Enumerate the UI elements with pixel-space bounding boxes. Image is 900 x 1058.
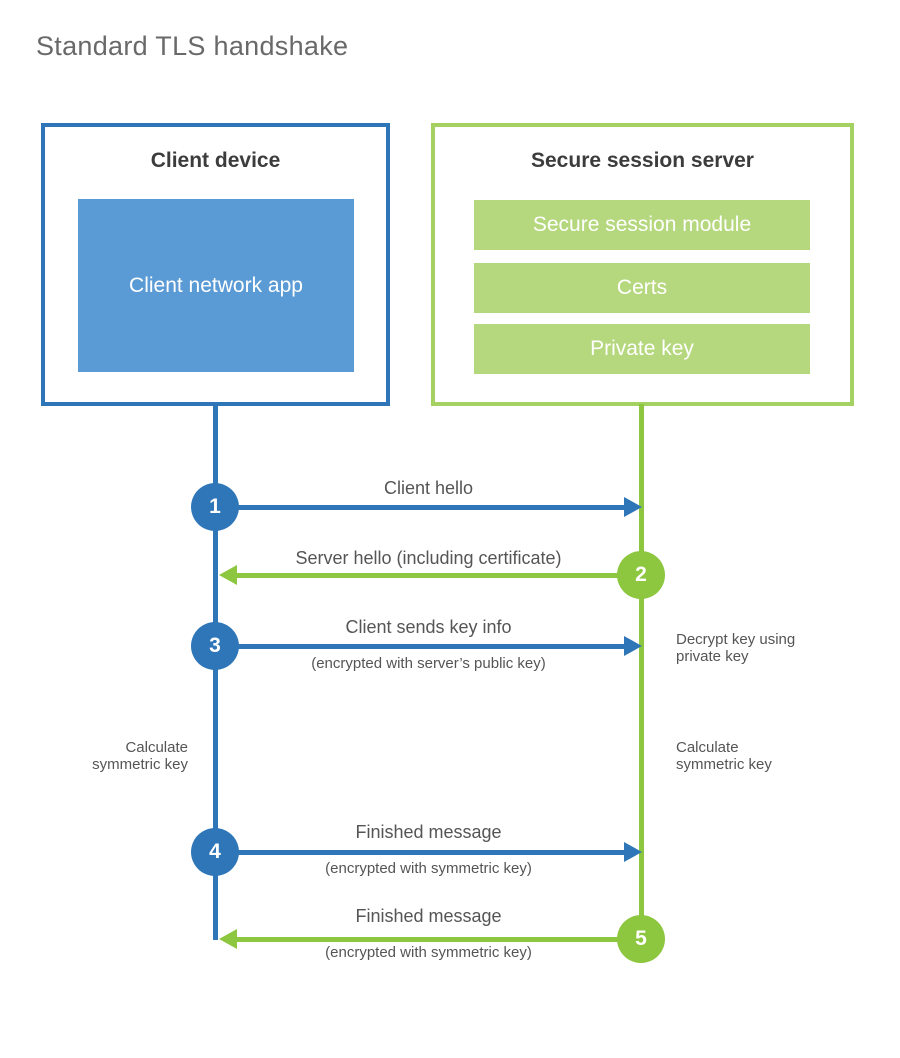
arrowhead-left-icon [219,565,237,585]
arrow-line-finished-server [236,937,641,942]
message-label-finished-client: Finished message [355,822,502,842]
server-module-bar: Private key [474,324,810,374]
page-title: Standard TLS handshake [36,31,349,61]
arrowhead-right-icon [624,636,642,656]
message-label-finished-server: Finished message [355,906,502,926]
server-lifeline [639,404,644,941]
arrow-line-key-info [215,644,624,649]
arrow-line-client-hello [215,505,624,510]
arrowhead-left-icon [219,929,237,949]
note-decrypt-key: Decrypt key using private key [676,631,796,665]
note-calculate-symmetric-key-client: Calculate symmetric key [92,739,188,773]
message-sublabel-finished-server: (encrypted with symmetric key) [325,944,532,961]
step-3-badge: 3 [191,622,239,670]
client-network-app-box: Client network app [78,199,354,372]
arrow-line-server-hello [236,573,641,578]
step-2-badge: 2 [617,551,665,599]
step-5-badge: 5 [617,915,665,963]
message-sublabel-finished-client: (encrypted with symmetric key) [325,860,532,877]
arrow-line-finished-client [215,850,624,855]
message-sublabel-key-info: (encrypted with server’s public key) [311,655,546,672]
note-calculate-symmetric-key-server: Calculate symmetric key [676,739,772,773]
arrowhead-right-icon [624,842,642,862]
server-module-bar: Certs [474,263,810,313]
client-network-app-label: Client network app [129,274,303,297]
server-module-bar: Secure session module [474,200,810,250]
secure-session-server-title: Secure session server [531,149,754,172]
message-label-key-info: Client sends key info [345,617,512,637]
step-4-badge: 4 [191,828,239,876]
client-device-title: Client device [150,149,281,172]
arrowhead-right-icon [624,497,642,517]
message-label-server-hello: Server hello (including certificate) [295,548,562,568]
message-label-client-hello: Client hello [383,478,474,498]
client-lifeline [213,404,218,940]
client-device-box: Client device Client network app [41,123,390,406]
secure-session-server-box: Secure session server Secure session mod… [431,123,854,406]
step-1-badge: 1 [191,483,239,531]
